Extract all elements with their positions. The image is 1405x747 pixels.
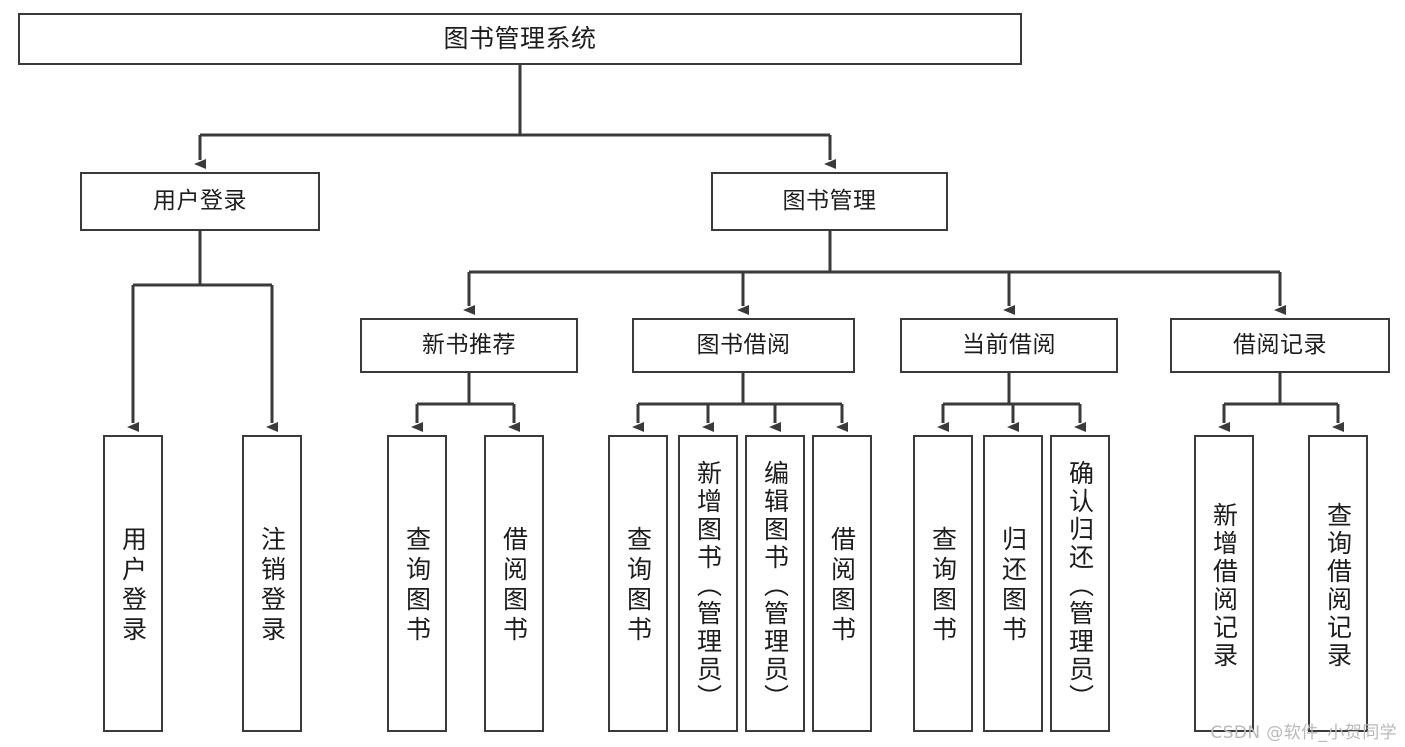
node-borrow-record[interactable]: 借阅记录 bbox=[1170, 318, 1390, 373]
node-current-borrow[interactable]: 当前借阅 bbox=[900, 318, 1118, 373]
node-leaf-query-record-label: 查询借阅记录 bbox=[1323, 501, 1353, 670]
node-user-login-label: 用户登录 bbox=[153, 187, 247, 214]
node-leaf-borrow-book-2-label: 借阅图书 bbox=[827, 525, 857, 646]
node-leaf-add-book-label: 新增图书（管理员） bbox=[693, 459, 723, 712]
node-new-book-recommend[interactable]: 新书推荐 bbox=[360, 318, 578, 373]
node-leaf-query-book-1-label: 查询图书 bbox=[402, 525, 432, 646]
node-leaf-user-logout-label: 注销登录 bbox=[257, 525, 287, 646]
node-book-manage[interactable]: 图书管理 bbox=[711, 172, 948, 231]
node-leaf-query-record[interactable]: 查询借阅记录 bbox=[1308, 435, 1368, 732]
node-new-book-recommend-label: 新书推荐 bbox=[422, 331, 516, 358]
node-leaf-query-book-1[interactable]: 查询图书 bbox=[387, 435, 447, 732]
node-leaf-add-record[interactable]: 新增借阅记录 bbox=[1194, 435, 1254, 732]
node-leaf-user-logout[interactable]: 注销登录 bbox=[242, 435, 302, 732]
node-leaf-user-login-label: 用户登录 bbox=[118, 525, 148, 646]
node-leaf-borrow-book-2[interactable]: 借阅图书 bbox=[812, 435, 872, 732]
node-leaf-add-book[interactable]: 新增图书（管理员） bbox=[678, 435, 738, 732]
node-leaf-query-book-3-label: 查询图书 bbox=[928, 525, 958, 646]
node-root-label: 图书管理系统 bbox=[443, 24, 597, 53]
node-user-login[interactable]: 用户登录 bbox=[80, 172, 320, 231]
node-root[interactable]: 图书管理系统 bbox=[18, 13, 1022, 65]
node-leaf-confirm-return[interactable]: 确认归还（管理员） bbox=[1050, 435, 1110, 732]
node-leaf-borrow-book-1[interactable]: 借阅图书 bbox=[484, 435, 544, 732]
node-leaf-edit-book-label: 编辑图书（管理员） bbox=[760, 459, 790, 712]
node-leaf-user-login[interactable]: 用户登录 bbox=[103, 435, 163, 732]
node-leaf-return-book[interactable]: 归还图书 bbox=[983, 435, 1043, 732]
node-leaf-query-book-2-label: 查询图书 bbox=[623, 525, 653, 646]
node-book-manage-label: 图书管理 bbox=[782, 187, 877, 214]
node-book-borrow-label: 图书借阅 bbox=[696, 331, 791, 358]
node-leaf-edit-book[interactable]: 编辑图书（管理员） bbox=[745, 435, 805, 732]
node-leaf-query-book-2[interactable]: 查询图书 bbox=[608, 435, 668, 732]
node-leaf-query-book-3[interactable]: 查询图书 bbox=[913, 435, 973, 732]
node-leaf-return-book-label: 归还图书 bbox=[998, 525, 1028, 646]
node-current-borrow-label: 当前借阅 bbox=[962, 331, 1056, 358]
node-leaf-borrow-book-1-label: 借阅图书 bbox=[499, 525, 529, 646]
node-borrow-record-label: 借阅记录 bbox=[1233, 331, 1327, 358]
node-book-borrow[interactable]: 图书借阅 bbox=[632, 318, 855, 373]
node-leaf-add-record-label: 新增借阅记录 bbox=[1209, 501, 1239, 670]
node-leaf-confirm-return-label: 确认归还（管理员） bbox=[1065, 459, 1095, 712]
csdn-watermark: CSDN @软件_小贺同学 bbox=[1210, 723, 1397, 743]
